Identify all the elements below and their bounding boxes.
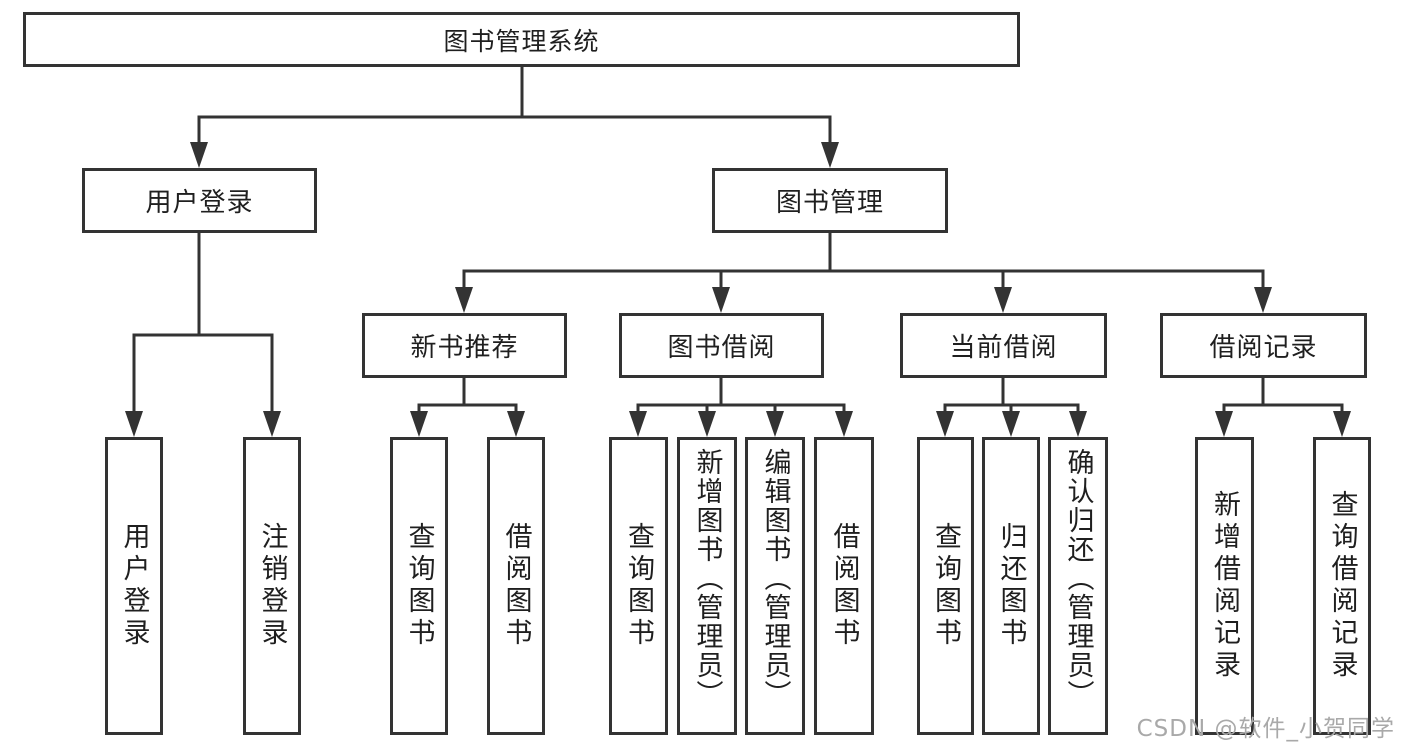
node-user-login: 用户登录 — [82, 168, 317, 233]
leaf-logout: 注销登录 — [243, 437, 301, 735]
leaf-add-borrow-record-label: 新增借阅记录 — [1209, 490, 1240, 682]
node-new-book-recommend: 新书推荐 — [362, 313, 567, 378]
arrowheads — [125, 142, 1351, 437]
leaf-add-books-admin: 新增图书（管理员） — [677, 437, 737, 735]
leaf-confirm-return-admin: 确认归还（管理员） — [1048, 437, 1108, 735]
leaf-user-login: 用户登录 — [105, 437, 163, 735]
leaf-query-books-3-label: 查询图书 — [930, 522, 961, 650]
leaf-query-books-2: 查询图书 — [609, 437, 668, 735]
node-new-book-recommend-label: 新书推荐 — [410, 333, 519, 363]
leaf-query-borrow-record-label: 查询借阅记录 — [1326, 490, 1358, 682]
node-user-login-label: 用户登录 — [145, 188, 254, 218]
leaf-add-borrow-record: 新增借阅记录 — [1195, 437, 1254, 735]
leaf-query-borrow-record: 查询借阅记录 — [1313, 437, 1371, 735]
leaf-borrow-books-2-label: 借阅图书 — [828, 522, 860, 650]
leaf-borrow-books-2: 借阅图书 — [814, 437, 874, 735]
node-book-management: 图书管理 — [712, 168, 948, 233]
leaf-edit-books-admin-label: 编辑图书（管理员） — [759, 448, 791, 709]
leaf-return-books: 归还图书 — [982, 437, 1040, 735]
leaf-query-books-1-label: 查询图书 — [403, 522, 435, 650]
node-library-system-label: 图书管理系统 — [443, 26, 600, 56]
leaf-borrow-books-1-label: 借阅图书 — [500, 522, 532, 650]
node-borrowing-records: 借阅记录 — [1160, 313, 1367, 378]
node-book-borrowing: 图书借阅 — [619, 313, 824, 378]
node-borrowing-records-label: 借阅记录 — [1209, 333, 1318, 363]
leaf-logout-label: 注销登录 — [256, 522, 288, 650]
node-current-borrowing: 当前借阅 — [900, 313, 1107, 378]
watermark: CSDN @软件_小贺同学 — [1136, 716, 1395, 742]
leaf-query-books-2-label: 查询图书 — [623, 522, 654, 650]
node-library-system: 图书管理系统 — [23, 12, 1020, 67]
node-book-borrowing-label: 图书借阅 — [667, 333, 776, 363]
leaf-confirm-return-admin-label: 确认归还（管理员） — [1062, 448, 1094, 709]
leaf-return-books-label: 归还图书 — [995, 522, 1027, 650]
leaf-user-login-label: 用户登录 — [118, 522, 150, 650]
node-current-borrowing-label: 当前借阅 — [949, 333, 1058, 363]
leaf-borrow-books-1: 借阅图书 — [487, 437, 545, 735]
leaf-query-books-1: 查询图书 — [390, 437, 448, 735]
leaf-add-books-admin-label: 新增图书（管理员） — [691, 448, 723, 709]
leaf-edit-books-admin: 编辑图书（管理员） — [745, 437, 805, 735]
node-book-management-label: 图书管理 — [775, 188, 884, 218]
leaf-query-books-3: 查询图书 — [917, 437, 974, 735]
